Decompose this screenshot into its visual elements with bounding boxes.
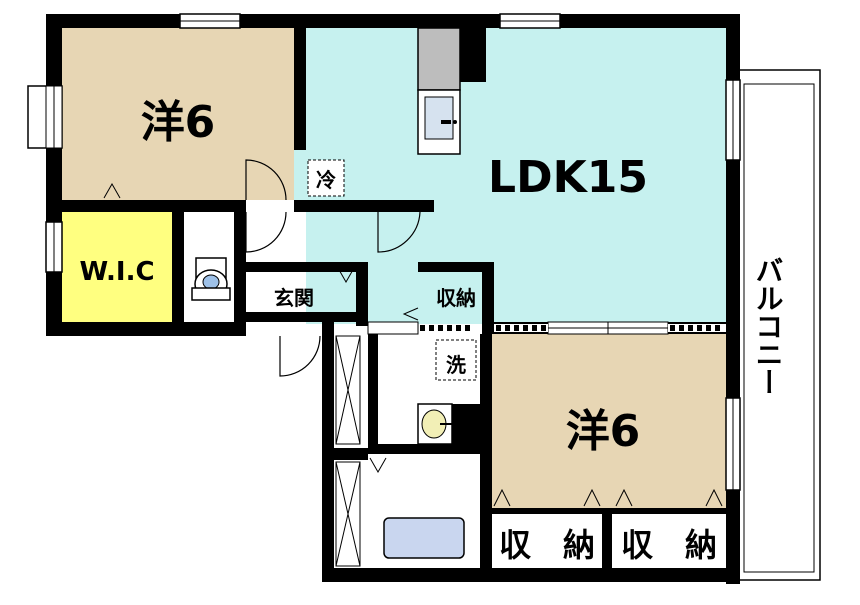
- entrance-label: 玄関: [274, 286, 314, 310]
- walk-in-closet-floor: [62, 212, 172, 322]
- door-swing-icon: [245, 159, 421, 377]
- storage-closets: [492, 514, 726, 568]
- balcony-label: バルコニー: [752, 256, 785, 396]
- sink-icon: [417, 403, 453, 445]
- refrigerator-marker: 冷: [307, 159, 345, 197]
- window-icon: [27, 85, 63, 149]
- window-icon: [179, 13, 241, 29]
- western-room-1-floor: [62, 28, 294, 200]
- sink-icon: [424, 96, 457, 140]
- ldk-label: LDK15: [488, 152, 648, 203]
- window-icon: [725, 397, 741, 491]
- storage-2-label: 収 納: [621, 526, 717, 564]
- walk-in-closet-label: W.I.C: [79, 257, 154, 287]
- hall-storage-threshold: [420, 325, 470, 331]
- storage-1-label: 収 納: [499, 526, 595, 564]
- triangle-markers: [103, 182, 723, 507]
- sliding-door: [494, 321, 726, 335]
- window-icon: [45, 221, 63, 273]
- refrigerator-label: 冷: [316, 168, 336, 192]
- hall-floor-line: [367, 321, 419, 335]
- toilet-icon: [186, 214, 232, 310]
- balcony: [737, 69, 821, 581]
- hall-storage-label: 収納: [436, 286, 476, 310]
- western-room-2-floor: [492, 334, 726, 510]
- bathtub-icon: [370, 456, 480, 568]
- washer-label: 洗: [446, 353, 466, 377]
- window-icon: [499, 13, 561, 29]
- western-room-2-label: 洋6: [566, 406, 641, 457]
- window-icon: [725, 79, 741, 161]
- storage-column: [335, 335, 361, 567]
- washer-marker: 洗: [435, 339, 477, 381]
- western-room-1-label: 洋6: [141, 97, 216, 148]
